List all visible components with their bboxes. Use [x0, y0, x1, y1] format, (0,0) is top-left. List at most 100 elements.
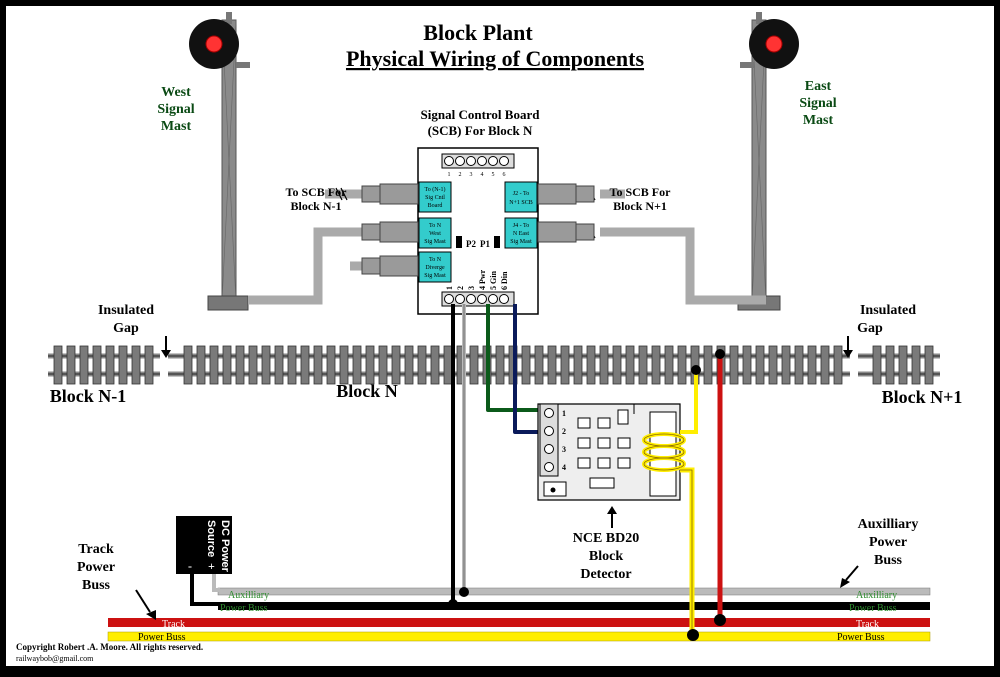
to-scb-right-2: Block N+1: [613, 199, 667, 213]
svg-text:Mast: Mast: [161, 119, 192, 134]
svg-text:Auxilliary: Auxilliary: [856, 590, 897, 601]
svg-text:N+1 SCB: N+1 SCB: [509, 200, 533, 206]
insulated-gap-left-label: Insulated Gap: [98, 303, 154, 336]
svg-text:Buss: Buss: [874, 553, 903, 568]
svg-text:J4 - To: J4 - To: [513, 223, 529, 229]
rail-tie: [248, 345, 258, 385]
rail-tie: [118, 345, 128, 385]
rail-tie: [92, 345, 102, 385]
svg-text:Power Buss: Power Buss: [837, 632, 885, 643]
insulated-gap-right-label: Insulated Gap: [857, 303, 916, 336]
svg-text:6: 6: [503, 172, 506, 178]
svg-text:Board: Board: [428, 203, 443, 209]
connector-diverge-sig-mast: [418, 251, 452, 283]
rail-tie: [352, 345, 362, 385]
svg-text:5 Gin: 5 Gin: [489, 271, 498, 290]
rail-tie: [235, 345, 245, 385]
svg-text:3: 3: [470, 172, 473, 178]
rail-tie: [404, 345, 414, 385]
rail-tie: [66, 345, 76, 385]
aux-strip-left: Auxilliary Power Buss: [220, 590, 269, 614]
connector-west-sig-mast: [418, 217, 452, 249]
diagram-canvas: [6, 6, 994, 666]
rail-tie: [469, 345, 479, 385]
block-n-minus-1-label: Block N-1: [50, 386, 127, 406]
svg-text:Power: Power: [77, 560, 115, 575]
svg-text:-: -: [188, 559, 192, 573]
svg-text:Sig Mast: Sig Mast: [424, 239, 446, 245]
svg-text:Block: Block: [589, 549, 623, 564]
svg-text:3: 3: [467, 286, 476, 290]
rail-tie: [573, 345, 583, 385]
rail-tie: [586, 345, 596, 385]
junction-gray: [459, 587, 469, 597]
jumper-p2: [456, 236, 462, 248]
rail-tie: [638, 345, 648, 385]
rail-tie: [794, 345, 804, 385]
east-signal-light: [765, 35, 783, 53]
title-line-2: Physical Wiring of Components: [346, 46, 644, 71]
power-busses: [107, 587, 931, 642]
svg-text:NCE BD20: NCE BD20: [573, 531, 640, 546]
svg-text:4: 4: [562, 463, 566, 472]
rail-tie: [79, 345, 89, 385]
svg-text:Sig Mast: Sig Mast: [424, 273, 446, 279]
svg-text:+: +: [208, 559, 215, 573]
svg-text:Detector: Detector: [580, 567, 631, 582]
rail-tie: [131, 345, 141, 385]
title-line-1: Block Plant: [423, 20, 533, 45]
rail-tie: [651, 345, 661, 385]
aux-buss-gray: [217, 587, 931, 596]
svg-text:1: 1: [562, 409, 566, 418]
right-plugs: [537, 183, 595, 243]
svg-text:Mast: Mast: [803, 113, 834, 128]
rail-tie: [261, 345, 271, 385]
rail-tie: [196, 345, 206, 385]
rail-tie: [339, 345, 349, 385]
svg-text:4 Pwr: 4 Pwr: [478, 269, 487, 290]
svg-text:Source: Source: [205, 520, 217, 557]
rail-tie: [768, 345, 778, 385]
track-buss-yellow: [107, 631, 931, 642]
rail-tie: [755, 345, 765, 385]
svg-text:Power Buss: Power Buss: [849, 603, 897, 614]
svg-text:P1: P1: [480, 239, 490, 249]
rail-tie: [443, 345, 453, 385]
rail-tie: [560, 345, 570, 385]
svg-text:Gap: Gap: [857, 321, 883, 336]
rail-tie: [820, 345, 830, 385]
rail-tie: [703, 345, 713, 385]
jumper-p1: [494, 236, 500, 248]
aux-strip-right: Auxilliary Power Buss: [849, 590, 897, 614]
rail-tie: [222, 345, 232, 385]
svg-text:Insulated: Insulated: [860, 303, 916, 318]
rail-tie: [326, 345, 336, 385]
svg-text:Gap: Gap: [113, 321, 139, 336]
svg-text:To N: To N: [429, 223, 442, 229]
svg-text:6 Din: 6 Din: [500, 271, 509, 290]
svg-text:Buss: Buss: [82, 578, 111, 593]
aux-power-buss-label: Auxilliary Power Buss: [840, 517, 918, 588]
wire-scb-navy: [513, 304, 540, 434]
svg-text:2: 2: [459, 172, 462, 178]
svg-text:Insulated: Insulated: [98, 303, 154, 318]
svg-text:2: 2: [562, 427, 566, 436]
svg-text:To (N-1): To (N-1): [424, 186, 445, 193]
east-mast-label: East Signal Mast: [799, 79, 836, 128]
svg-text:Track: Track: [162, 619, 185, 630]
svg-text:West: West: [429, 231, 441, 237]
detector-label: NCE BD20 Block Detector: [573, 506, 640, 582]
block-n-label: Block N: [336, 381, 398, 401]
rail-tie: [742, 345, 752, 385]
rail-tie: [547, 345, 557, 385]
rail-tie: [300, 345, 310, 385]
signal-control-board: 1 2 3 4 5 6 To (N-1) Sig Cntl Board To N…: [417, 147, 539, 315]
rail-tie: [144, 345, 154, 385]
rail-tie: [287, 345, 297, 385]
track-strip-left: Track Power Buss: [138, 619, 186, 643]
svg-text:1: 1: [448, 172, 451, 178]
left-plugs: [361, 183, 419, 277]
svg-text:Sig Mast: Sig Mast: [510, 239, 532, 245]
